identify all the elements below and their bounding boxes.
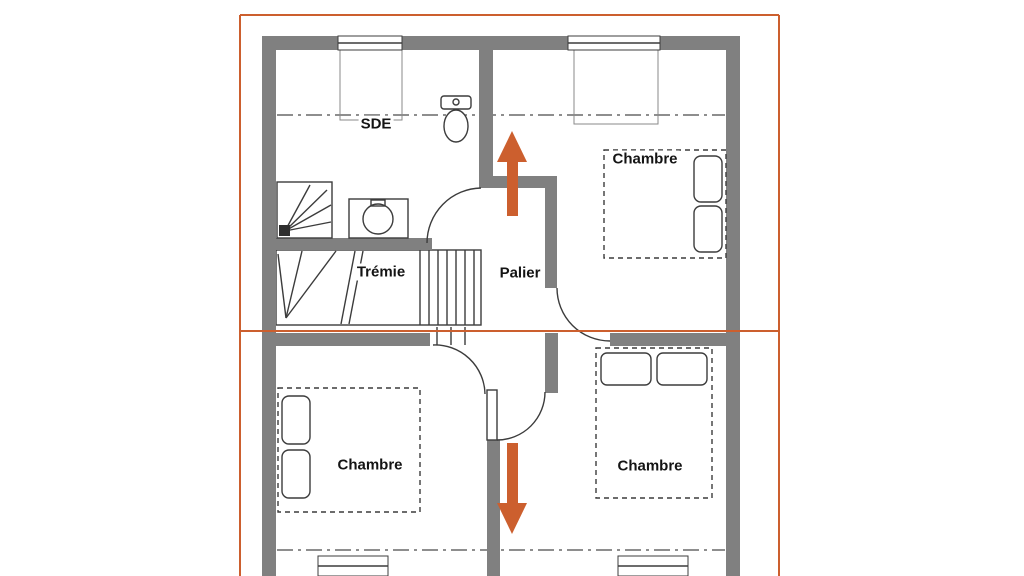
dormer-top-right [573, 49, 659, 125]
room-label-palier: Palier [497, 264, 543, 282]
window-bottom-left-icon [317, 555, 389, 576]
room-label-chambre-bottom-right: Chambre [615, 457, 685, 475]
room-label-chambre-bottom-left: Chambre [335, 456, 405, 474]
door-arc-chambre-top-right [556, 287, 611, 342]
dormer-top-left [339, 49, 403, 121]
window-top-left-icon [337, 35, 403, 51]
shower-icon [276, 181, 333, 239]
interior-walls [276, 50, 726, 576]
door-arc-chambre-bottom-left [432, 344, 486, 395]
door-chambre-bottom-right [486, 389, 546, 441]
window-bottom-right-icon [617, 555, 689, 576]
door-arc-sde [426, 187, 482, 244]
bed-bottom-left-icon [277, 387, 421, 513]
staircase-icon [275, 249, 482, 345]
roof-edge-lines [239, 14, 780, 576]
bed-top-right-icon [603, 149, 727, 259]
room-label-chambre-top-right: Chambre [610, 150, 680, 168]
down-arrow-icon [497, 443, 527, 534]
toilet-icon [440, 95, 472, 143]
room-label-tremie: Trémie [354, 263, 408, 281]
bed-bottom-right-icon [595, 347, 713, 499]
sink-icon [348, 198, 409, 239]
up-arrow-icon [497, 131, 527, 216]
window-top-right-icon [567, 35, 661, 51]
room-label-sde: SDE [358, 115, 394, 133]
